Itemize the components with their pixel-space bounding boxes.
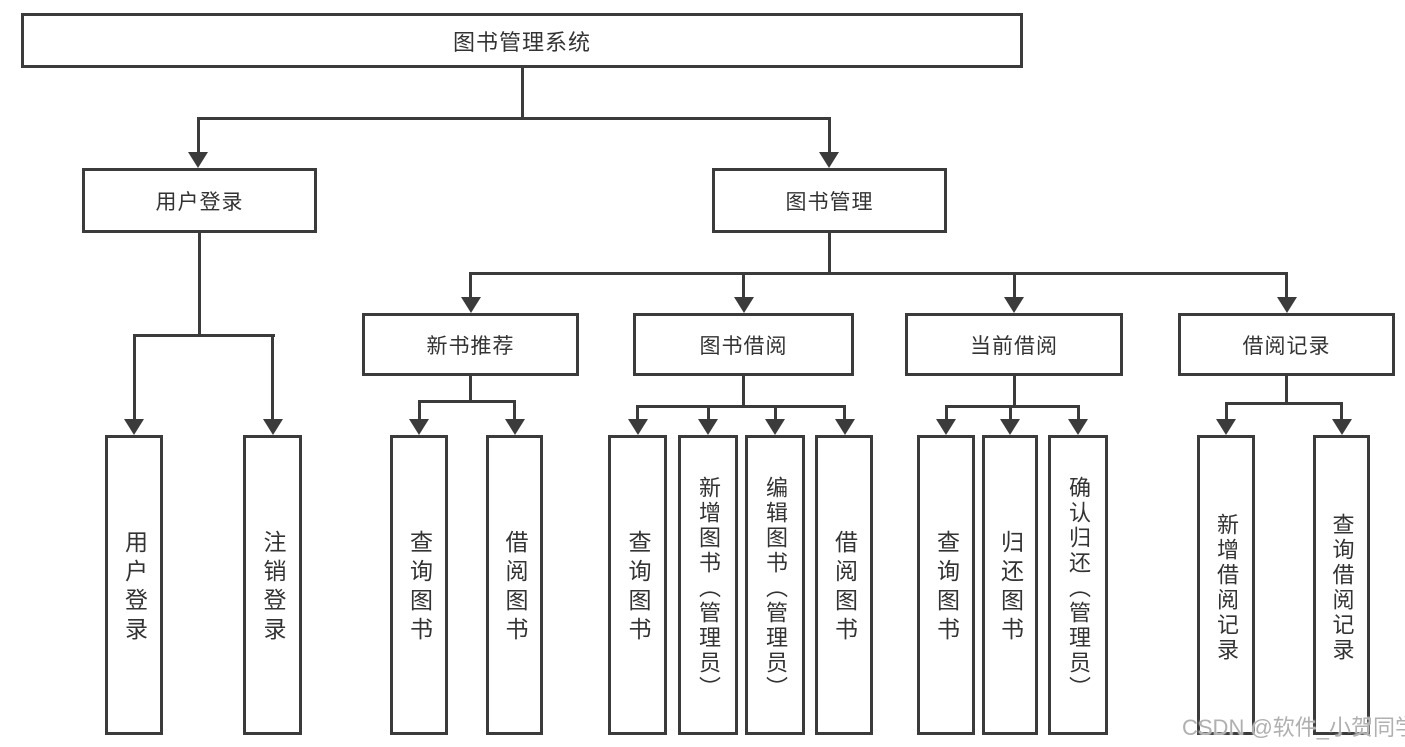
connector-line xyxy=(843,405,846,420)
leaf-user-login: 用户登录 xyxy=(105,435,163,735)
arrowhead-down xyxy=(1276,297,1297,313)
connector-line xyxy=(1224,402,1343,405)
arrowhead-down xyxy=(1068,419,1088,435)
connector-line xyxy=(1076,405,1080,420)
arrowhead-down xyxy=(1331,419,1352,435)
leaf-confirm-return-admin: 确认归还（管理员） xyxy=(1048,435,1108,735)
connector-line xyxy=(828,233,831,273)
leaf-query-books-current: 查询图书 xyxy=(917,435,975,735)
leaf-label: 编辑图书（管理员） xyxy=(763,475,788,701)
connector-line xyxy=(944,405,948,420)
connector-line xyxy=(132,334,136,420)
leaf-label: 用户登录 xyxy=(121,530,148,646)
leaf-label: 查询借阅记录 xyxy=(1329,513,1355,663)
connector-line xyxy=(198,233,201,335)
node-book-management-branch: 图书管理 xyxy=(712,168,947,233)
leaf-add-books-admin: 新增图书（管理员） xyxy=(678,435,738,735)
node-label: 新书推荐 xyxy=(426,334,515,358)
arrowhead-down xyxy=(124,419,144,435)
leaf-edit-books-admin: 编辑图书（管理员） xyxy=(745,435,805,735)
connector-line xyxy=(742,376,745,406)
connector-line xyxy=(773,405,777,420)
connector-line xyxy=(1285,376,1288,403)
connector-line xyxy=(706,405,710,420)
connector-line xyxy=(469,376,472,402)
arrowhead-down xyxy=(504,419,525,435)
leaf-borrow-books-recommend: 借阅图书 xyxy=(486,435,543,735)
arrowhead-down xyxy=(460,297,481,313)
connector-line xyxy=(1012,376,1016,406)
leaf-label: 确认归还（管理员） xyxy=(1066,475,1091,701)
arrowhead-down xyxy=(188,152,208,168)
connector-line xyxy=(196,117,200,153)
connector-line xyxy=(636,405,639,420)
leaf-query-books-borrowing: 查询图书 xyxy=(608,435,667,735)
connector-line xyxy=(513,400,516,420)
arrowhead-down xyxy=(1216,419,1236,435)
arrowhead-down xyxy=(1004,297,1024,313)
connector-line xyxy=(417,400,516,403)
connector-line xyxy=(132,334,275,337)
arrowhead-down xyxy=(819,152,839,168)
connector-line xyxy=(417,400,421,420)
leaf-label: 归还图书 xyxy=(997,530,1024,646)
connector-line xyxy=(1012,272,1016,300)
leaf-label: 注销登录 xyxy=(260,530,286,646)
node-user-login-branch: 用户登录 xyxy=(82,168,317,233)
leaf-label: 借阅图书 xyxy=(502,530,528,646)
connector-line xyxy=(469,272,472,300)
connector-line xyxy=(271,334,274,420)
node-label: 图书管理系统 xyxy=(452,29,591,55)
connector-line xyxy=(1224,402,1228,420)
leaf-label: 查询图书 xyxy=(933,530,960,646)
node-borrowing-records: 借阅记录 xyxy=(1178,313,1395,376)
node-label: 当前借阅 xyxy=(970,334,1058,358)
arrowhead-down xyxy=(733,297,754,313)
node-book-borrowing: 图书借阅 xyxy=(633,313,854,376)
node-label: 借阅记录 xyxy=(1242,334,1331,358)
leaf-label: 查询图书 xyxy=(406,530,433,646)
connector-line xyxy=(520,68,524,118)
connector-line xyxy=(827,117,831,153)
arrowhead-down xyxy=(936,419,956,435)
leaf-logout: 注销登录 xyxy=(243,435,302,735)
arrowhead-down xyxy=(765,419,785,435)
connector-line xyxy=(1285,272,1288,300)
arrowhead-down xyxy=(627,419,648,435)
node-label: 图书管理 xyxy=(785,190,874,214)
leaf-query-books-recommend: 查询图书 xyxy=(390,435,448,735)
leaf-add-borrow-record: 新增借阅记录 xyxy=(1197,435,1255,735)
arrowhead-down xyxy=(262,419,283,435)
connector-line xyxy=(636,405,846,408)
connector-line xyxy=(1340,402,1343,420)
node-label: 用户登录 xyxy=(155,190,244,214)
arrowhead-down xyxy=(698,419,718,435)
connector-line xyxy=(1008,405,1012,420)
arrowhead-down xyxy=(409,419,429,435)
node-label: 图书借阅 xyxy=(699,334,788,358)
arrowhead-down xyxy=(834,419,855,435)
csdn-watermark: CSDN @软件_小贺同学 xyxy=(1182,715,1405,740)
leaf-label: 新增图书（管理员） xyxy=(696,475,721,701)
arrowhead-down xyxy=(1000,419,1020,435)
leaf-query-borrow-record: 查询借阅记录 xyxy=(1313,435,1370,735)
leaf-label: 借阅图书 xyxy=(831,530,858,646)
leaf-label: 查询图书 xyxy=(625,530,651,646)
node-new-book-recommendation: 新书推荐 xyxy=(362,313,579,376)
node-current-borrowing: 当前借阅 xyxy=(905,313,1123,376)
connector-line xyxy=(944,405,1080,408)
node-library-management-system: 图书管理系统 xyxy=(21,13,1023,68)
leaf-borrow-books: 借阅图书 xyxy=(815,435,873,735)
connector-line xyxy=(742,272,745,300)
connector-line xyxy=(469,272,1288,275)
leaf-return-books: 归还图书 xyxy=(982,435,1038,735)
connector-line xyxy=(196,117,831,120)
leaf-label: 新增借阅记录 xyxy=(1214,513,1239,663)
